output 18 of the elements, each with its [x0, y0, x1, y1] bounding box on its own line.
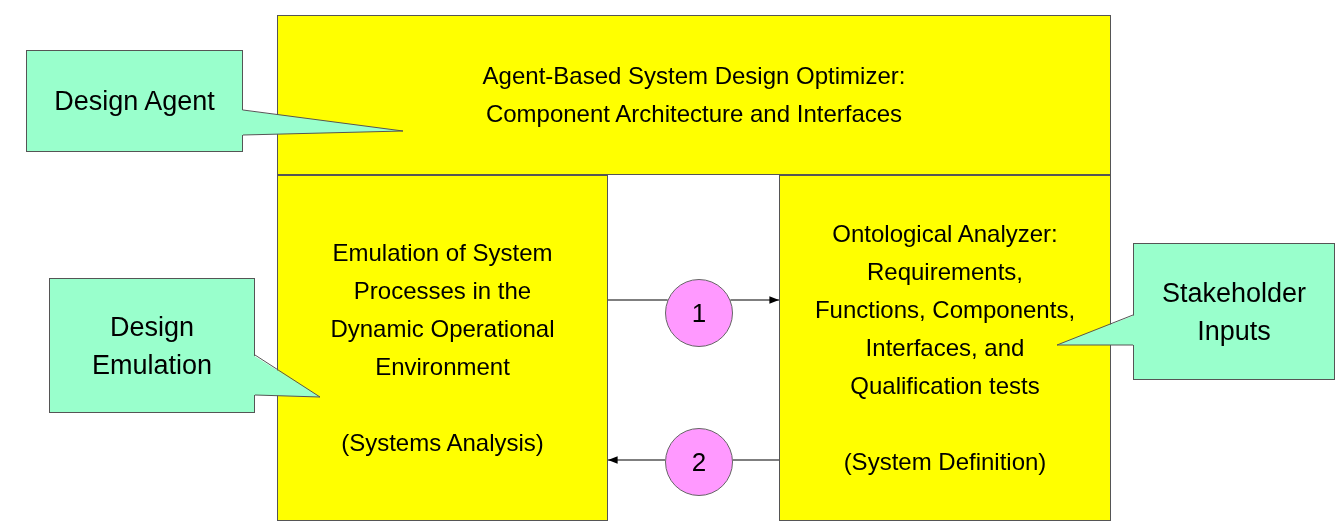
- box-title: Emulation of System Processes in the Dynamic Operational Environment: [329, 238, 556, 382]
- callout-text: Stakeholder Inputs: [1160, 276, 1308, 348]
- box-subtitle: (System Definition): [843, 447, 1047, 477]
- step-number: 2: [691, 445, 707, 479]
- callout-text: Design Emulation: [90, 310, 214, 382]
- arrow: [729, 296, 780, 304]
- callout-box: [1133, 243, 1335, 380]
- callout-text: Design Agent: [54, 85, 215, 118]
- box-title: Agent-Based System Design Optimizer: Component Architecture and Interfaces: [481, 61, 907, 129]
- process-box: [277, 175, 608, 521]
- callout-box: [26, 50, 243, 152]
- callout-box: [49, 278, 255, 413]
- process-box: [277, 15, 1111, 175]
- box-subtitle: (Systems Analysis): [341, 428, 544, 458]
- box-title: Ontological Analyzer: Requirements, Functions, Components, Interfaces, and Qualification tests: [813, 219, 1077, 401]
- process-box: [779, 175, 1111, 521]
- step-number: 1: [691, 296, 707, 330]
- arrow: [607, 456, 666, 464]
